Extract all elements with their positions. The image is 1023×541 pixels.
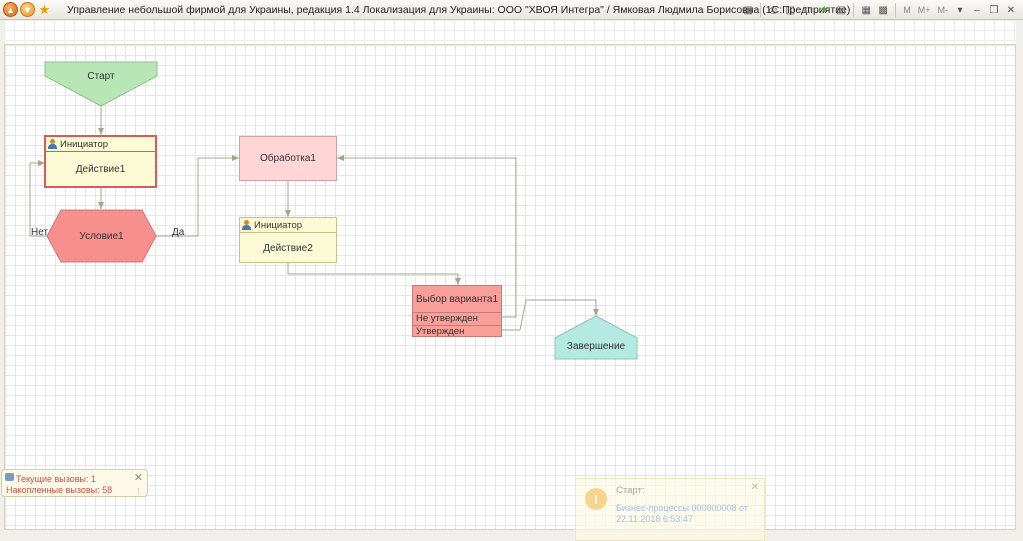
task-node-action1[interactable]: Инициатор Действие1: [44, 135, 157, 188]
notification-date[interactable]: 22.11.2018 6:53:47: [616, 514, 693, 524]
condition-no-label: Нет: [31, 227, 49, 238]
title-bar-right-controls: ▦ ⎙ ◫ □ ★ ▤ ▦ ▩ M M+ M- ▾ – ❐ ✕: [740, 2, 1019, 18]
user-icon: [242, 220, 251, 230]
choice-title: Выбор варианта1: [413, 286, 501, 313]
calls-icon: [5, 473, 14, 481]
info-icon: !: [585, 488, 607, 510]
resize-grip-icon[interactable]: ⋮: [135, 488, 142, 495]
task-node-action2[interactable]: Инициатор Действие2: [239, 217, 337, 263]
end-node-shape: [554, 315, 638, 360]
connector-approved-end: [502, 299, 599, 331]
window-title: Управление небольшой фирмой для Украины,…: [67, 4, 851, 16]
calendar-icon[interactable]: ▦: [861, 4, 871, 16]
choice-option-not-approved[interactable]: Не утвержден: [413, 313, 501, 326]
close-icon[interactable]: ✕: [1006, 4, 1016, 16]
notification-toast[interactable]: ! Старт: Бизнес-процессы 000000008 от 22…: [575, 478, 765, 541]
user-icon: [48, 139, 57, 149]
dropdown-arrow-icon[interactable]: ▾: [957, 4, 963, 16]
task-performer: Инициатор: [60, 138, 109, 150]
task-name: Действие1: [75, 164, 126, 175]
end-node-label[interactable]: Завершение: [566, 341, 626, 352]
calls-counter-panel: Текущие вызовы: 1 Накопленные вызовы: 58…: [1, 469, 148, 497]
connector-condition-no: [29, 160, 47, 237]
close-icon[interactable]: ✕: [133, 472, 143, 484]
connector-task2-choice: [287, 263, 461, 285]
connector-condition-yes: [156, 155, 239, 237]
grid-icon[interactable]: ▦: [743, 4, 753, 16]
title-bar: ▲ ▼ ★ Управление небольшой фирмой для Ук…: [0, 0, 1023, 20]
favorites-star-icon[interactable]: ★: [38, 1, 51, 17]
notification-title: Старт:: [616, 485, 645, 496]
process-map-canvas[interactable]: [4, 44, 1016, 530]
page-icon[interactable]: □: [804, 4, 811, 16]
task-performer-row: Инициатор: [46, 137, 155, 152]
print-icon[interactable]: ⎙: [769, 4, 778, 16]
task-performer-row: Инициатор: [240, 218, 336, 233]
close-icon[interactable]: ✕: [750, 482, 759, 493]
main-menu-dropdown-icon[interactable]: ▼: [20, 2, 35, 17]
calculator-icon[interactable]: ▩: [878, 4, 888, 16]
task-performer: Инициатор: [254, 219, 303, 231]
history-icon[interactable]: ▤: [836, 4, 846, 16]
condition-node-shape: [46, 209, 157, 263]
memory-minus-button[interactable]: M-: [937, 5, 949, 15]
task-name: Действие2: [263, 243, 313, 254]
connector-not-approved-process: [337, 155, 517, 318]
title-bar-left-controls: ▲ ▼ ★: [3, 2, 52, 17]
choice-node[interactable]: Выбор варианта1 Не утвержден Утвержден: [412, 285, 502, 337]
current-calls: Текущие вызовы: 1: [16, 474, 97, 484]
minimize-icon[interactable]: –: [974, 4, 980, 16]
choice-option-approved[interactable]: Утвержден: [416, 326, 465, 337]
canvas-top-strip: [4, 20, 1016, 44]
preview-icon[interactable]: ◫: [785, 4, 795, 16]
restore-icon[interactable]: ❐: [989, 4, 999, 16]
notification-link[interactable]: Бизнес-процессы 000000008 от: [616, 503, 748, 513]
app-menu-icon[interactable]: ▲: [3, 2, 18, 17]
start-node-label[interactable]: Старт: [87, 71, 115, 82]
start-node-shape: [44, 61, 158, 107]
processing-node[interactable]: Обработка1: [239, 136, 337, 181]
memory-plus-button[interactable]: M+: [917, 5, 931, 15]
memory-button[interactable]: M: [903, 5, 911, 15]
condition-node-label[interactable]: Условие1: [79, 231, 124, 242]
accumulated-calls: Накопленные вызовы: 58: [6, 485, 113, 495]
condition-yes-label: Да: [172, 227, 185, 238]
add-favorite-icon[interactable]: ★: [819, 4, 829, 16]
